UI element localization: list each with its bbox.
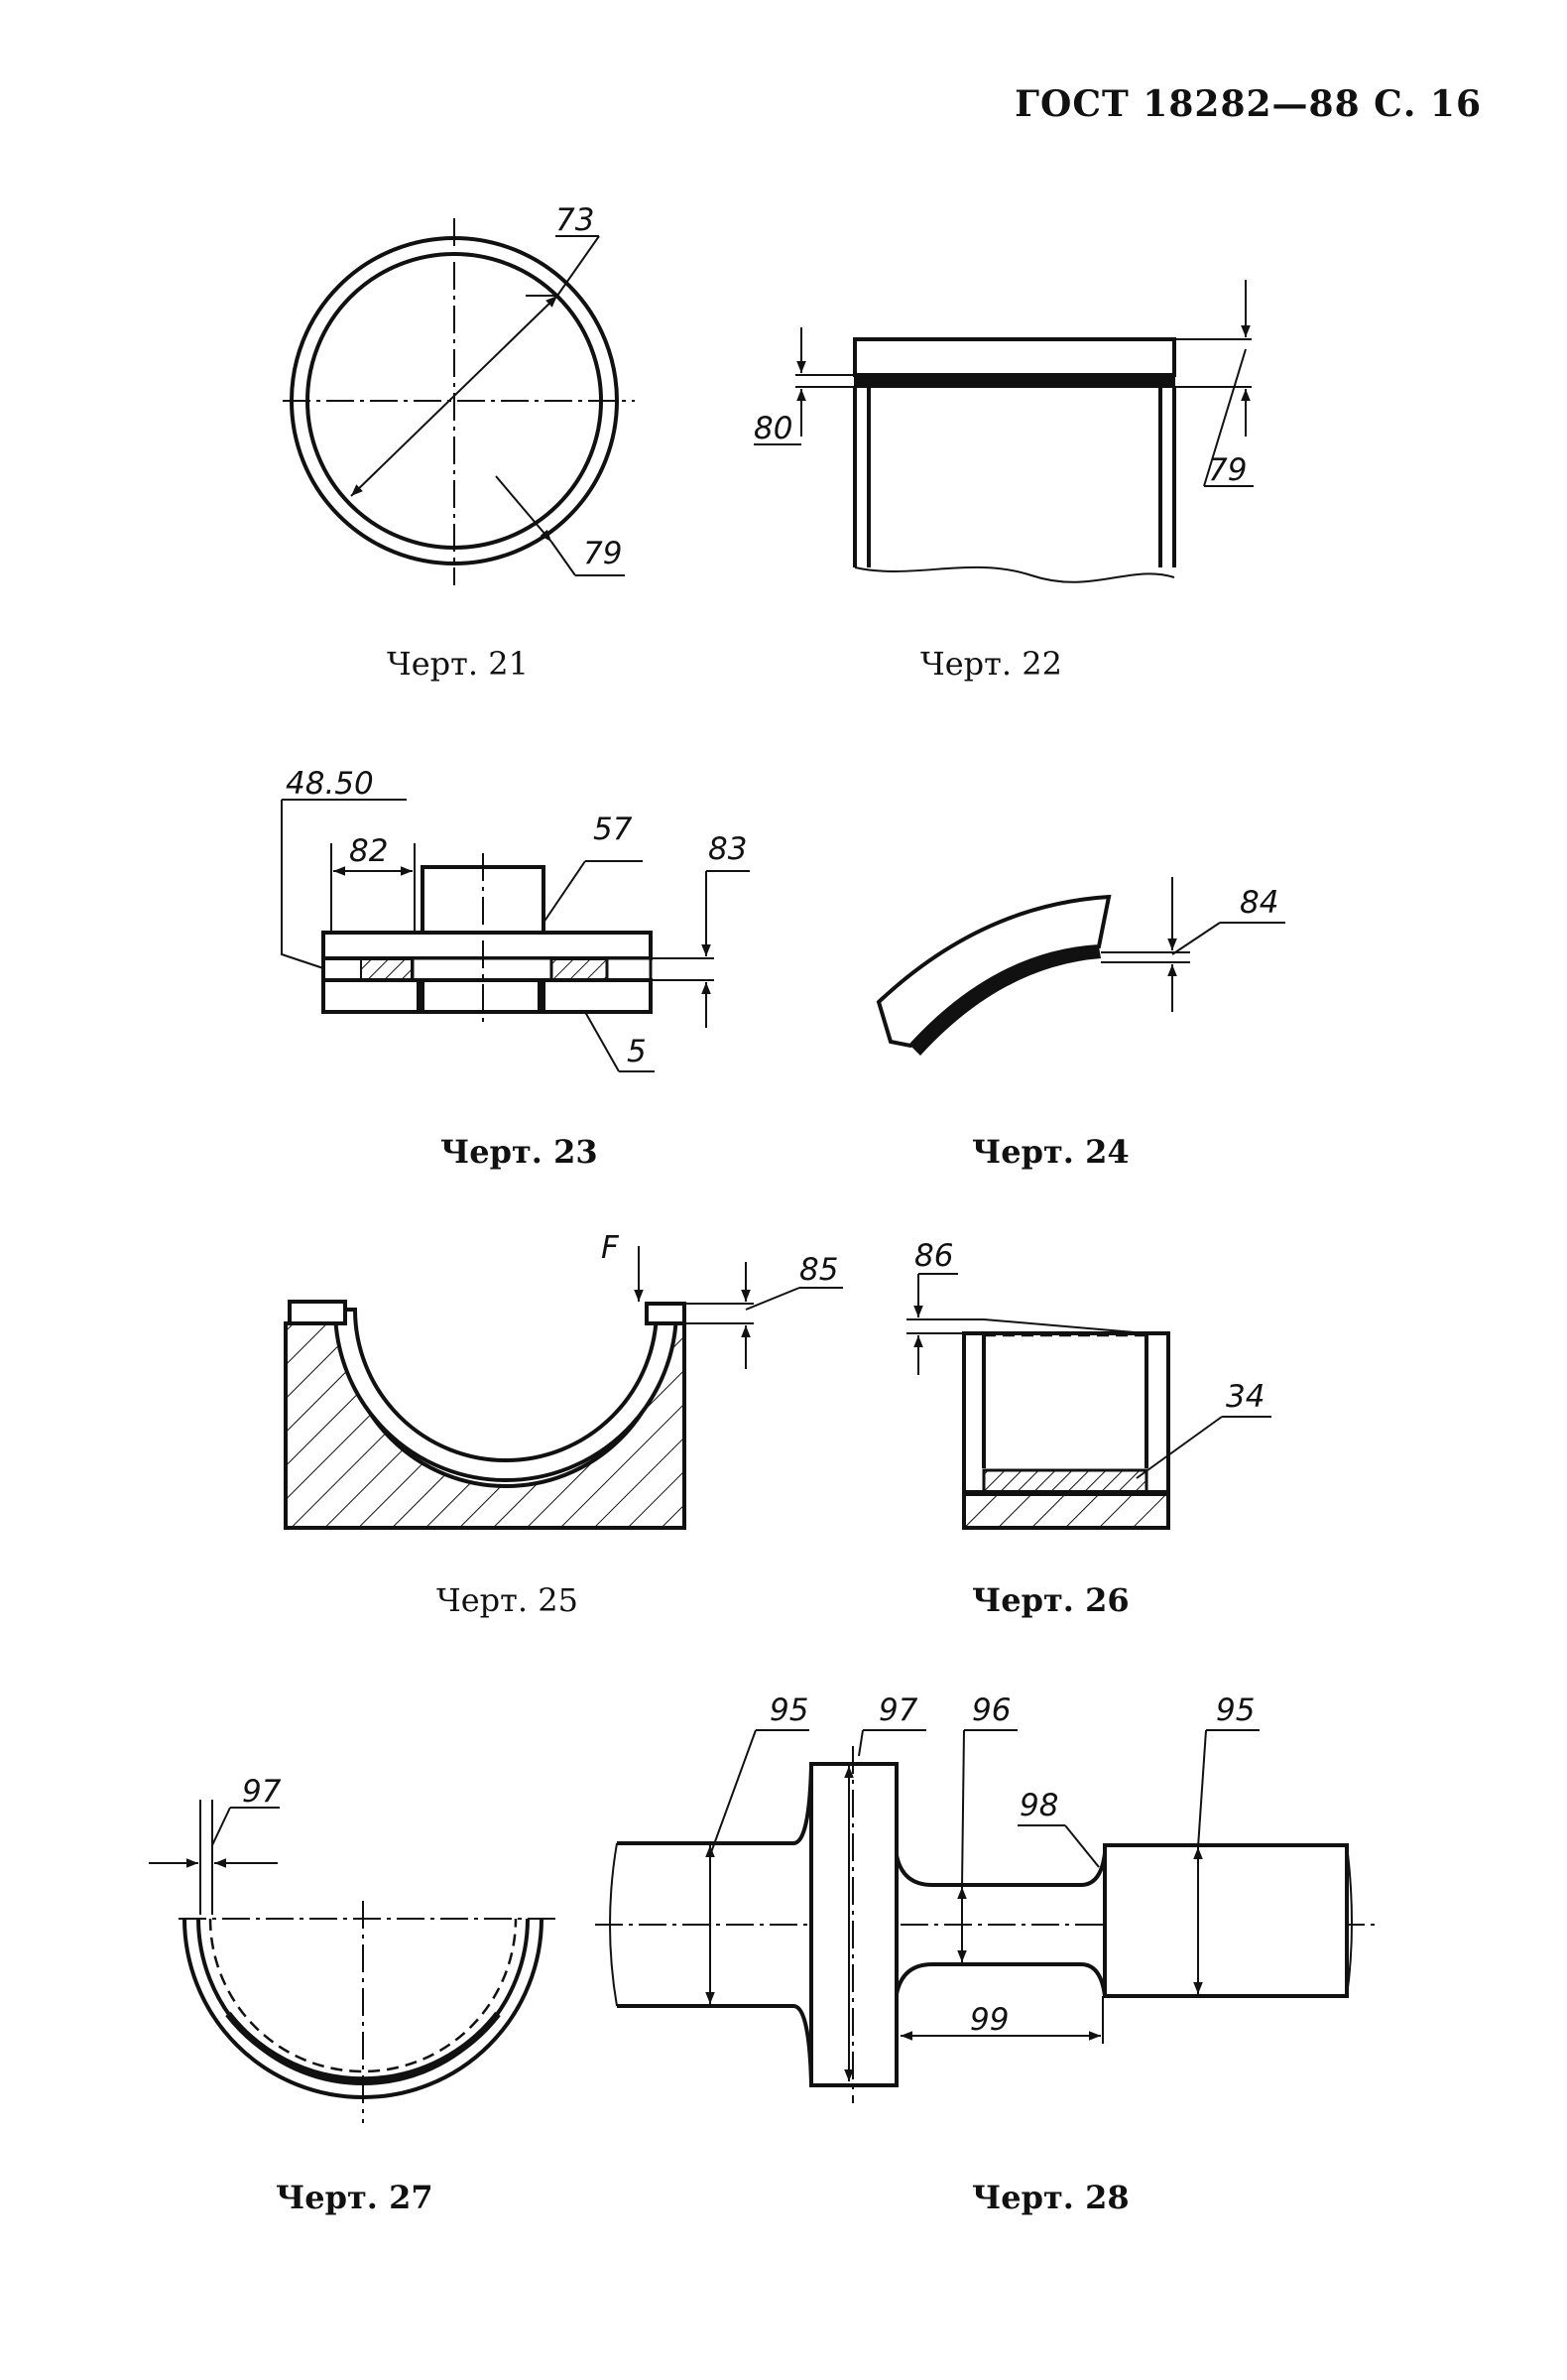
fig23-label-4: 83: [708, 831, 747, 867]
fig28-label-3: 96: [972, 1692, 1011, 1728]
figure-25: F 85: [284, 1230, 843, 1530]
fig25-label-2: 85: [799, 1252, 838, 1288]
fig23-label-2: 82: [349, 833, 388, 869]
figure-24: 84: [876, 877, 1285, 1056]
fig25-label-1: F: [601, 1230, 620, 1266]
caption-fig25: Черт. 25: [436, 1581, 578, 1619]
figure-22: 80 79: [754, 280, 1254, 583]
fig23-label-5: 5: [627, 1034, 647, 1069]
caption-fig28: Черт. 28: [972, 2179, 1130, 2216]
caption-fig26: Черт. 26: [972, 1581, 1130, 1619]
figure-23: 48.50 82 57 83 5: [281, 766, 750, 1072]
fig28-label-4: 95: [1216, 1692, 1255, 1728]
fig26-label-1: 86: [914, 1238, 953, 1274]
page-header: ГОСТ 18282—88 С. 16: [1015, 83, 1482, 125]
figure-26: 86 34: [906, 1238, 1271, 1530]
caption-fig22: Черт. 22: [920, 645, 1062, 683]
figure-21: 73 79: [283, 202, 635, 585]
fig28-label-6: 99: [970, 2002, 1009, 2038]
fig21-label-1: 73: [555, 202, 594, 238]
caption-fig24: Черт. 24: [972, 1133, 1130, 1171]
fig27-label-1: 97: [242, 1774, 282, 1810]
fig28-label-5: 98: [1020, 1788, 1058, 1823]
caption-fig27: Черт. 27: [276, 2179, 433, 2216]
fig23-label-1: 48.50: [286, 766, 374, 802]
figure-27: 97: [149, 1774, 555, 2123]
caption-fig23: Черт. 23: [440, 1133, 598, 1171]
fig26-label-2: 34: [1226, 1379, 1265, 1415]
fig24-label-1: 84: [1240, 885, 1278, 921]
fig22-label-2: 79: [1208, 452, 1247, 488]
figure-28: 95 97 96 95 98 99: [595, 1692, 1379, 2103]
fig28-label-1: 95: [770, 1692, 808, 1728]
caption-fig21: Черт. 21: [387, 645, 529, 683]
fig21-label-2: 79: [583, 536, 622, 571]
fig22-label-1: 80: [754, 411, 792, 446]
fig28-label-2: 97: [879, 1692, 918, 1728]
fig23-label-3: 57: [593, 812, 633, 847]
